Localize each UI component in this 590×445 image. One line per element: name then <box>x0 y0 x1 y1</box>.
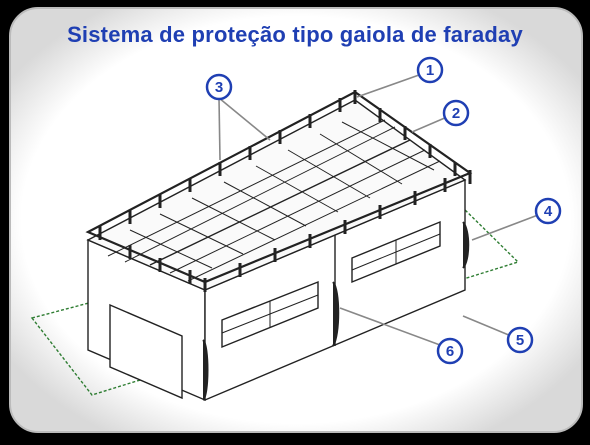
callout-4-label: 4 <box>544 203 553 220</box>
down-conductor-b <box>332 281 340 347</box>
callout-1-label: 1 <box>426 62 434 79</box>
callout-3-label: 3 <box>215 79 223 96</box>
air-terminals <box>98 90 472 292</box>
callout-1: 1 <box>416 56 444 84</box>
callout-6-label: 6 <box>446 343 454 360</box>
callout-2: 2 <box>442 99 470 127</box>
building <box>85 90 473 402</box>
callout-4: 4 <box>534 197 562 225</box>
diagram-title: Sistema de proteção tipo gaiola de farad… <box>67 22 523 47</box>
callout-5-label: 5 <box>516 332 524 349</box>
callouts: 1 2 3 4 5 6 <box>205 56 562 365</box>
door <box>109 303 183 400</box>
leader-lines <box>218 74 539 346</box>
callout-3: 3 <box>205 73 233 101</box>
down-conductor-a <box>202 339 209 401</box>
roof-ridge <box>149 139 411 266</box>
roof <box>86 99 467 291</box>
callout-6: 6 <box>436 337 464 365</box>
roof-panels <box>107 119 441 282</box>
callout-5: 5 <box>506 326 534 354</box>
down-conductor-c <box>462 221 470 269</box>
callout-2-label: 2 <box>452 105 460 122</box>
